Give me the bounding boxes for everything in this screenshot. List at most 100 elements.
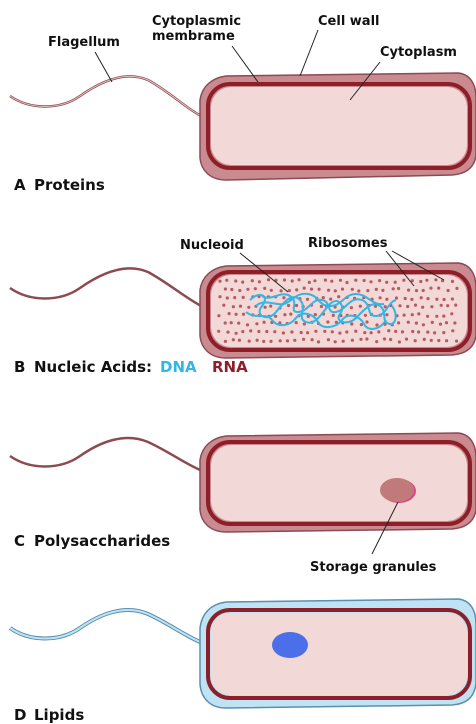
ribosome-dot [378, 279, 381, 282]
ribosome-dot [430, 305, 433, 308]
ribosome-dot [267, 278, 270, 281]
ribosome-dot [402, 279, 405, 282]
ribosome-dot [454, 304, 457, 307]
ribosome-dot [415, 322, 418, 325]
label-cytoplasmic-line1: Cytoplasmic [152, 14, 241, 29]
ribosome-dot [282, 331, 285, 334]
ribosome-dot [269, 305, 272, 308]
ribosome-dot [323, 330, 326, 333]
ribosome-dot [401, 330, 404, 333]
ribosome-dot [341, 288, 344, 291]
ribosome-dot [332, 314, 335, 317]
ribosome-dot [246, 323, 249, 326]
ribosome-dot [262, 340, 265, 343]
ribosome-dot [265, 330, 268, 333]
ribosome-dot [242, 313, 245, 316]
ribosome-dot [364, 314, 367, 317]
ribosome-dot [375, 288, 378, 291]
ribosome-dot [226, 331, 229, 334]
ribosome-dot [437, 339, 440, 342]
ribosome-dot [311, 338, 314, 341]
ribosome-dot [410, 298, 413, 301]
panel-b-rna: RNA [212, 358, 248, 376]
ribosome-dot [403, 314, 406, 317]
leader-cell-wall [300, 30, 318, 76]
ribosome-dot [442, 331, 445, 334]
ribosome-dot [363, 331, 366, 334]
ribosome-dot [437, 287, 440, 290]
flagellum-a [10, 76, 205, 118]
ribosome-dot [405, 338, 408, 341]
ribosome-dot [313, 279, 316, 282]
ribosome-dot [310, 288, 313, 291]
ribosome-dot [354, 279, 357, 282]
ribosome-dot [440, 304, 443, 307]
ribosome-dot [363, 279, 366, 282]
ribosome-dot [320, 305, 323, 308]
ribosome-dot [334, 340, 337, 343]
ribosome-dot [289, 313, 292, 316]
ribosome-dot [237, 322, 240, 325]
ribosome-dot [342, 340, 345, 343]
ribosome-dot [235, 332, 238, 335]
ribosome-dot [442, 315, 445, 318]
ribosome-dot [451, 297, 454, 300]
panel-d-title: Lipids [34, 706, 84, 724]
ribosome-dot [397, 321, 400, 324]
ribosome-dot [379, 296, 382, 299]
ribosome-dot [345, 330, 348, 333]
ribosome-dot [225, 279, 228, 282]
label-cell-wall: Cell wall [318, 14, 380, 29]
ribosome-dot [453, 321, 456, 324]
ribosome-dot [230, 288, 233, 291]
ribosome-dot [354, 330, 357, 333]
ribosome-dot [415, 289, 418, 292]
ribosome-dot [218, 280, 221, 283]
cell-a [10, 73, 476, 180]
ribosome-dot [217, 330, 220, 333]
ribosome-dot [398, 304, 401, 307]
ribosome-dot [291, 279, 294, 282]
ribosome-dot [430, 339, 433, 342]
ribosome-dot [411, 313, 414, 316]
ribosome-dot [303, 287, 306, 290]
ribosome-dot [345, 281, 348, 284]
ribosome-dot [451, 329, 454, 332]
ribosome-dot [407, 321, 410, 324]
lipid-droplet [272, 632, 308, 658]
ribosome-dot [377, 330, 380, 333]
ribosome-dot [422, 289, 425, 292]
ribosome-dot [228, 312, 231, 315]
ribosome-dot [397, 287, 400, 290]
panel-a-letter: A [14, 176, 26, 194]
ribosome-dot [447, 289, 450, 292]
ribosome-dot [339, 279, 342, 282]
ribosome-dot [258, 280, 261, 283]
ribosome-dot [263, 287, 266, 290]
ribosome-dot [392, 287, 395, 290]
ribosome-dot [445, 321, 448, 324]
ribosome-dot [232, 305, 235, 308]
ribosome-dot [257, 330, 260, 333]
ribosome-dot [239, 305, 242, 308]
ribosome-dot [383, 337, 386, 340]
ribosome-dot [406, 305, 409, 308]
label-cytoplasm: Cytoplasm [380, 45, 457, 60]
panel-a-title: Proteins [34, 176, 105, 194]
ribosome-dot [246, 288, 249, 291]
ribosome-dot [282, 296, 285, 299]
ribosome-dot [445, 339, 448, 342]
ribosome-dot [256, 339, 259, 342]
flagellum-b [10, 268, 205, 308]
cytoplasm-d [211, 613, 467, 695]
ribosome-dot [365, 337, 368, 340]
ribosome-dot [385, 281, 388, 284]
ribosome-dot [317, 340, 320, 343]
ribosome-dot [417, 312, 420, 315]
ribosome-dot [434, 278, 437, 281]
label-nucleoid: Nucleoid [180, 238, 244, 253]
ribosome-dot [263, 321, 266, 324]
panel-b-letter: B [14, 358, 25, 376]
ribosome-dot [359, 305, 362, 308]
